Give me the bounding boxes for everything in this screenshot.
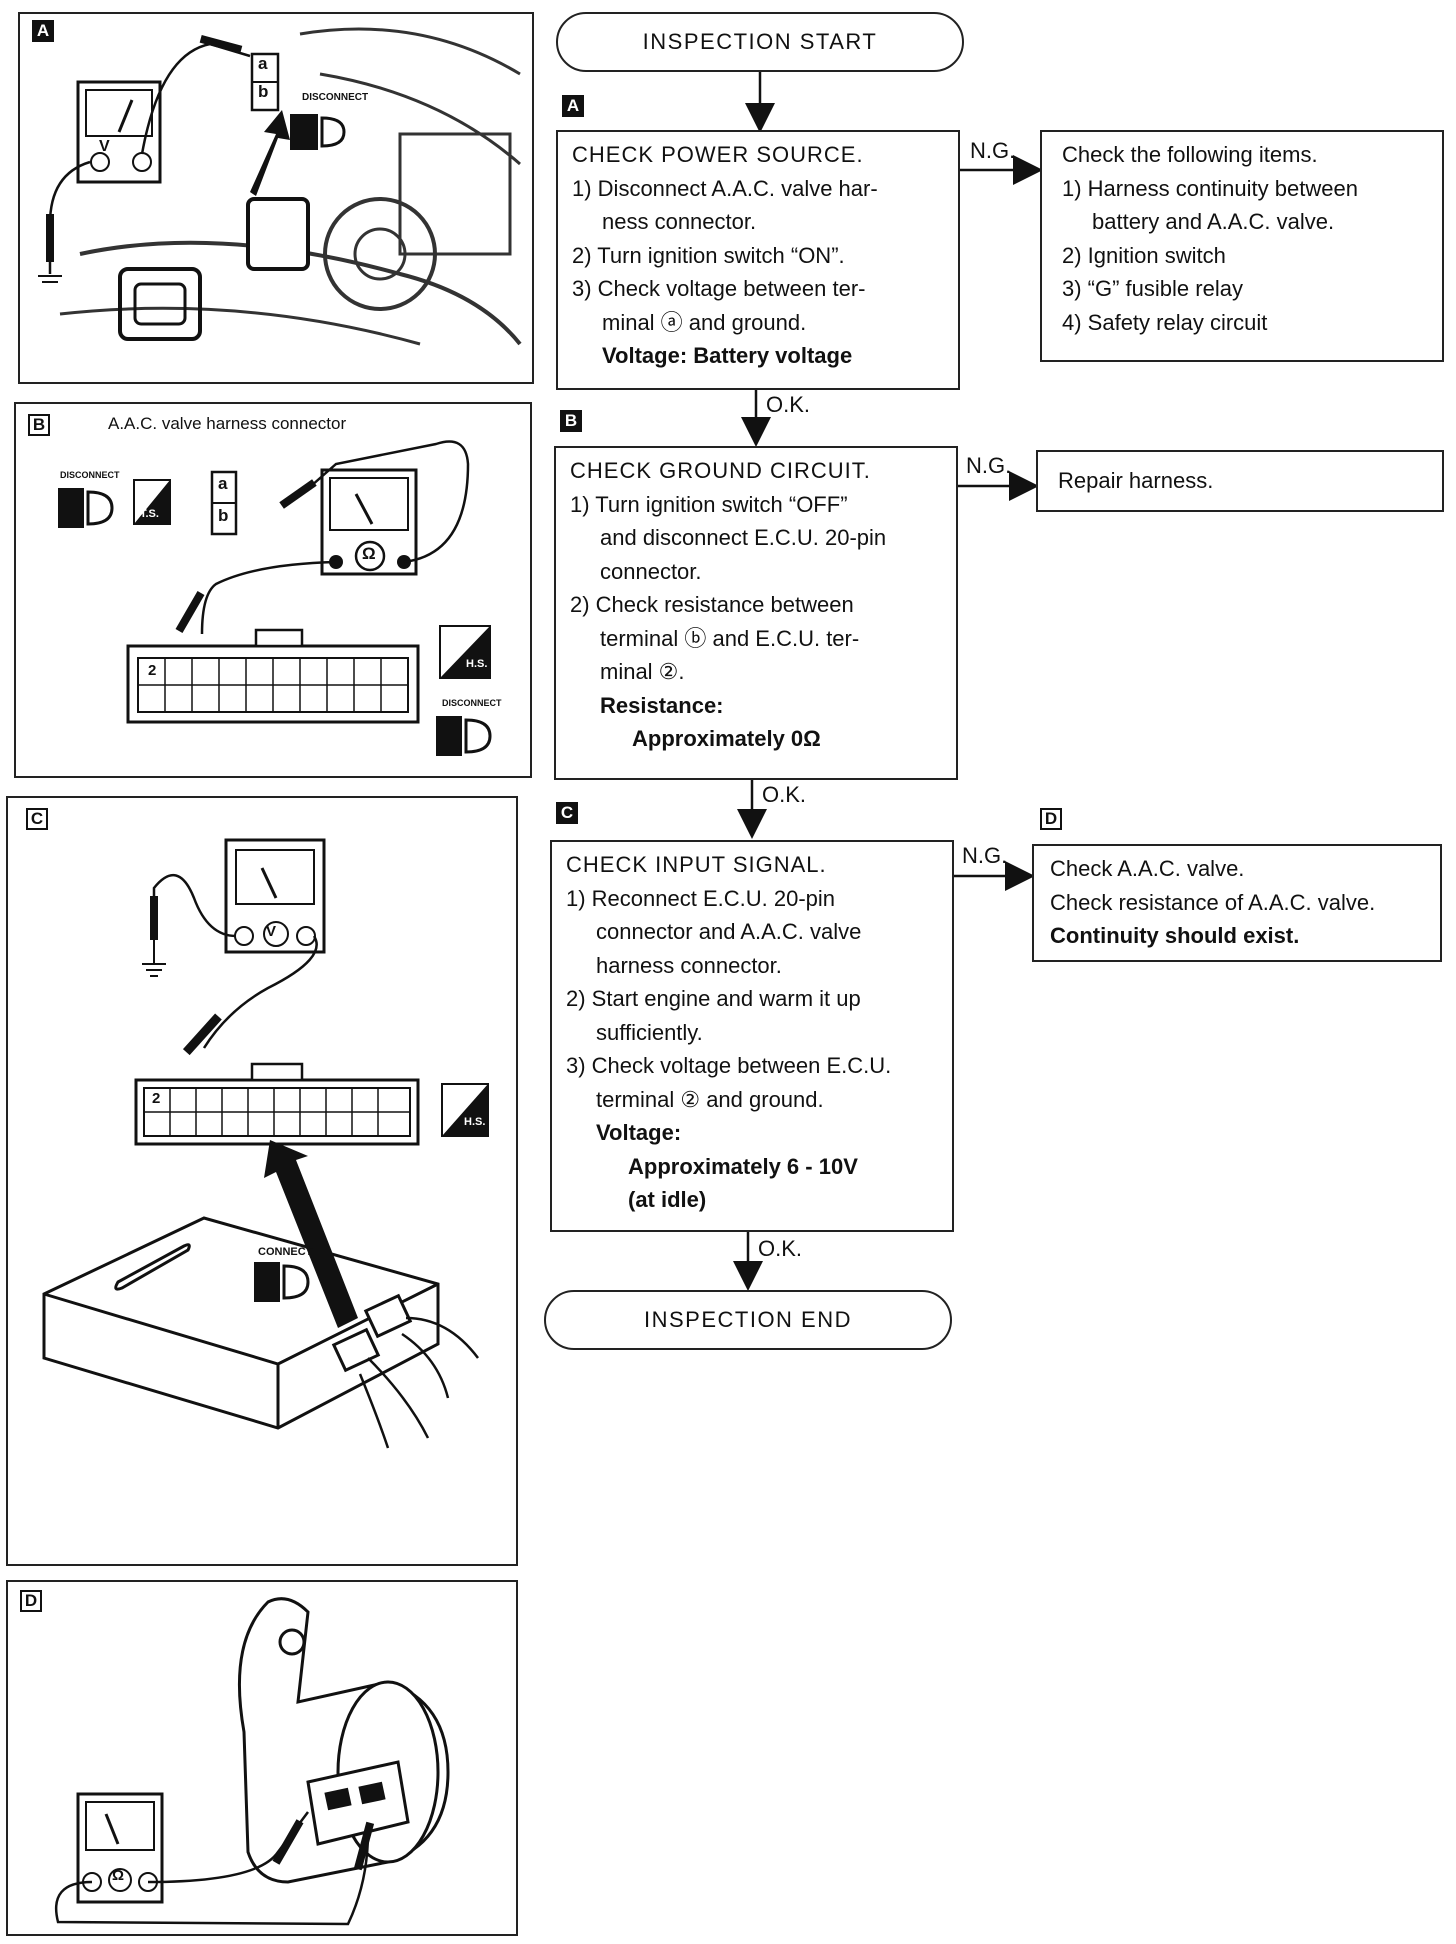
step-c-spec-value: Approximately 6 - 10V — [628, 1153, 858, 1179]
panel-d-drawing — [54, 1597, 450, 1926]
panel-a-tag: A — [32, 20, 54, 42]
panel-b-disconnect-label-2: DISCONNECT — [442, 698, 502, 708]
result-a-box: Check the following items. 1) Harness co… — [1040, 130, 1444, 362]
ok-label-b: O.K. — [762, 782, 807, 807]
step-a-line: minal ⓐ and ground. — [602, 309, 807, 335]
panel-b-hs-label: H.S. — [466, 658, 488, 670]
step-b-title: CHECK GROUND CIRCUIT. — [570, 458, 871, 483]
illustration-panel-c: C — [6, 796, 518, 1566]
panel-b-disconnect-label: DISCONNECT — [60, 470, 120, 480]
panel-b-pin-a: a — [218, 474, 228, 493]
result-a-line: 2) Ignition switch — [1062, 242, 1226, 268]
result-c-line: Continuity should exist. — [1050, 923, 1300, 948]
panel-c-drawing — [42, 838, 489, 1449]
result-b-text: Repair harness. — [1058, 468, 1214, 493]
step-b-box: CHECK GROUND CIRCUIT. 1) Turn ignition s… — [554, 446, 958, 780]
step-b-tag: B — [560, 410, 582, 432]
step-c-line: 1) Reconnect E.C.U. 20-pin — [566, 885, 836, 911]
illustration-panel-d: D Ω — [6, 1580, 518, 1936]
step-c-line: connector and A.A.C. valve — [596, 919, 862, 944]
step-b-line: minal ②. — [600, 659, 685, 684]
step-b-line: 2) Check resistance between — [570, 592, 854, 617]
step-a-line: 1) Disconnect A.A.C. valve har- — [572, 175, 878, 201]
panel-a-pin-a: a — [258, 54, 268, 73]
panel-c-tag: C — [26, 808, 48, 830]
result-c-line: Check resistance of A.A.C. valve. — [1050, 889, 1376, 915]
step-a-title: CHECK POWER SOURCE. — [572, 142, 864, 167]
ng-label-c: N.G. — [962, 843, 1008, 868]
step-c-title: CHECK INPUT SIGNAL. — [566, 852, 827, 877]
step-b-line: and disconnect E.C.U. 20-pin — [600, 525, 887, 550]
panel-a-disconnect-label: DISCONNECT — [302, 92, 369, 103]
step-c-spec-label: Voltage: — [596, 1120, 682, 1145]
step-b-spec-label: Resistance: — [600, 692, 724, 718]
step-b-line: connector. — [600, 558, 702, 584]
step-c-line: 3) Check voltage between E.C.U. — [566, 1053, 892, 1078]
step-b-line: terminal ⓑ and E.C.U. ter- — [600, 625, 860, 651]
panel-b-meter-ohm: Ω — [362, 544, 376, 563]
ng-label-b: N.G. — [966, 453, 1012, 478]
step-a-line: ness connector. — [602, 209, 757, 234]
ng-label-a: N.G. — [970, 138, 1016, 163]
panel-b-pin-2: 2 — [148, 662, 157, 679]
panel-a-meter-v: V — [99, 138, 110, 155]
panel-d-meter-ohm: Ω — [112, 1867, 125, 1884]
result-b-box: Repair harness. — [1036, 450, 1444, 512]
panel-c-pin-2: 2 — [152, 1090, 161, 1107]
result-a-line: Check the following items. — [1062, 142, 1318, 167]
step-c-spec-note: (at idle) — [628, 1187, 707, 1212]
step-a-box: CHECK POWER SOURCE. 1) Disconnect A.A.C.… — [556, 130, 960, 390]
ok-label-a: O.K. — [766, 392, 811, 417]
step-c-line: terminal ② and ground. — [596, 1086, 824, 1112]
result-c-tag: D — [1040, 808, 1062, 830]
panel-c-connect-label: CONNECT — [258, 1246, 313, 1258]
result-a-line: 4) Safety relay circuit — [1062, 309, 1268, 335]
panel-b-ts-label: T.S. — [140, 508, 159, 520]
panel-c-hs-label: H.S. — [464, 1116, 486, 1128]
step-a-line: 3) Check voltage between ter- — [572, 276, 866, 301]
step-a-tag: A — [562, 95, 584, 117]
panel-b-caption: A.A.C. valve harness connector — [108, 414, 347, 433]
step-b-spec-value: Approximately 0Ω — [632, 726, 821, 751]
result-c-box: Check A.A.C. valve. Check resistance of … — [1032, 844, 1442, 962]
result-a-line: battery and A.A.C. valve. — [1092, 209, 1335, 234]
step-c-line: 2) Start engine and warm it up — [566, 986, 861, 1011]
result-c-line: Check A.A.C. valve. — [1050, 856, 1245, 881]
panel-a-pin-b: b — [258, 82, 269, 101]
panel-c-meter-v: V — [266, 923, 277, 940]
step-a-spec: Voltage: Battery voltage — [602, 343, 853, 368]
inspection-end: INSPECTION END — [544, 1290, 952, 1350]
panel-b-pin-b: b — [218, 506, 229, 525]
inspection-start: INSPECTION START — [556, 12, 964, 72]
result-a-line: 1) Harness continuity between — [1062, 175, 1358, 201]
ok-label-c: O.K. — [758, 1236, 803, 1261]
step-c-line: sufficiently. — [596, 1019, 703, 1045]
step-c-tag: C — [556, 802, 578, 824]
panel-d-tag: D — [20, 1590, 42, 1612]
illustration-panel-a: A V a b DISCONNECT — [18, 12, 534, 384]
step-a-line: 2) Turn ignition switch “ON”. — [572, 242, 845, 268]
step-c-line: harness connector. — [596, 952, 782, 978]
result-a-line: 3) “G” fusible relay — [1062, 276, 1243, 301]
panel-b-tag: B — [28, 414, 50, 436]
step-b-line: 1) Turn ignition switch “OFF” — [570, 491, 848, 517]
step-c-box: CHECK INPUT SIGNAL. 1) Reconnect E.C.U. … — [550, 840, 954, 1232]
panel-a-drawing — [38, 27, 522, 346]
panel-b-drawing — [58, 440, 492, 756]
illustration-panel-b: B A.A.C. valve harness connector — [14, 402, 532, 778]
